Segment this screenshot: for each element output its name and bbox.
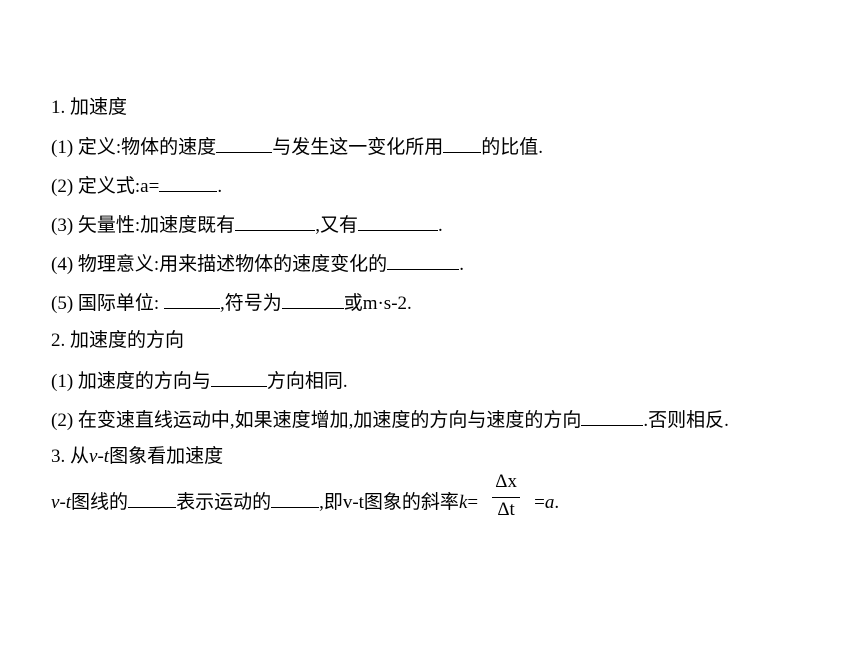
var-v: v: [51, 492, 60, 513]
section-2-title: 2. 加速度的方向: [51, 330, 185, 351]
section-1-title: 1. 加速度: [51, 97, 128, 118]
fraction-numerator: Δx: [495, 471, 517, 492]
item-1-1-definition: (1) 定义:物体的速度 与发生这一变化所用 的比值.: [51, 134, 543, 160]
item-1-5-unit: (5) 国际单位: ,符号为 或m·s-2.: [51, 290, 412, 316]
text: =: [534, 492, 545, 513]
text: 方向相同.: [266, 371, 348, 392]
text: -: [59, 492, 66, 513]
item-1-2-formula: (2) 定义式:a=.: [51, 173, 222, 199]
item-2-2-linear-motion: (2) 在变速直线运动中,如果速度增加,加速度的方向与速度的方向 .否则相反.: [51, 407, 729, 433]
blank-field: [216, 134, 273, 153]
text: 图线的: [71, 492, 129, 513]
blank-field: [128, 489, 177, 508]
text: 或m·s-2.: [343, 293, 412, 314]
var-v: v: [89, 446, 98, 467]
fraction-denominator: Δt: [497, 499, 515, 520]
blank-field: [581, 407, 644, 426]
blank-field: [159, 173, 218, 192]
item-1-3-vector: (3) 矢量性:加速度既有 ,又有.: [51, 212, 443, 238]
var-t: t: [65, 492, 72, 513]
item-1-4-meaning: (4) 物理意义:用来描述物体的速度变化的.: [51, 251, 464, 277]
fraction-bar: [492, 497, 521, 498]
text: ,又有: [315, 215, 358, 236]
text: .: [437, 215, 443, 236]
var-a: a: [544, 492, 555, 513]
text: 与发生这一变化所用: [272, 137, 444, 158]
text: 的比值.: [481, 137, 543, 158]
text: ,符号为: [219, 293, 282, 314]
text: (4) 物理意义:用来描述物体的速度变化的: [51, 254, 388, 275]
text: (3) 矢量性:加速度既有: [51, 215, 236, 236]
text: (1) 加速度的方向与: [51, 371, 211, 392]
blank-field: [387, 251, 460, 270]
text: .: [554, 492, 560, 513]
text: (1) 定义:物体的速度: [51, 137, 217, 158]
text: ,即v-t图象的斜率: [319, 492, 459, 513]
var-k: k: [458, 492, 468, 513]
text: =: [467, 492, 479, 513]
text: 3. 从: [51, 446, 90, 467]
text: (2) 在变速直线运动中,如果速度增加,加速度的方向与速度的方向: [51, 410, 582, 431]
text: 图象看加速度: [109, 446, 224, 467]
blank-field: [271, 489, 320, 508]
text: 表示运动的: [176, 492, 272, 513]
blank-field: [235, 212, 316, 231]
var-t: t: [103, 446, 110, 467]
blank-field: [281, 290, 344, 309]
blank-field: [443, 134, 482, 153]
text: -: [97, 446, 104, 467]
item-2-1-direction: (1) 加速度的方向与 方向相同.: [51, 368, 348, 394]
blank-field: [357, 212, 438, 231]
text: (5) 国际单位:: [51, 293, 164, 314]
section-3-title: 3. 从v-t图象看加速度: [51, 445, 223, 469]
text: .: [217, 176, 223, 197]
blank-field: [210, 368, 267, 387]
text: .: [459, 254, 464, 275]
text: (2) 定义式:a=: [51, 176, 160, 197]
text: .否则相反.: [643, 410, 729, 431]
blank-field: [163, 290, 220, 309]
